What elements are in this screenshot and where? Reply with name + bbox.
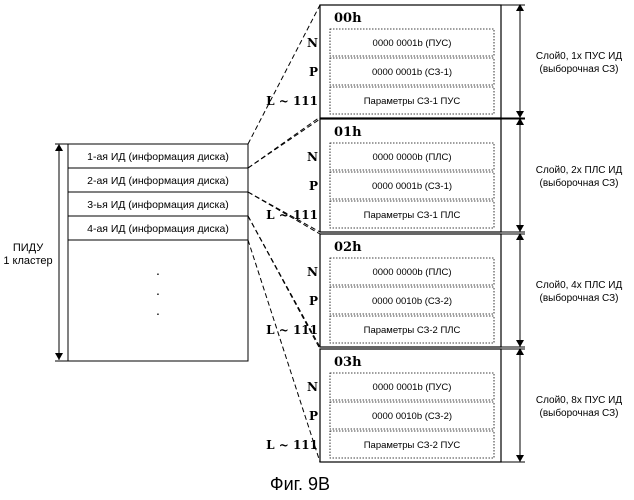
- field-value: Параметры СЗ-1 ПУС: [364, 96, 461, 107]
- field-label: L ~ 111: [266, 323, 318, 337]
- field-value: 0000 0001b (СЗ-1): [372, 181, 452, 192]
- ellipsis-dot-3: ·: [156, 305, 161, 321]
- right-block-03h: 03h 0000 0001b (ПУС) N 0000 0010b (СЗ-2) P Па…: [266, 349, 622, 462]
- field-value: 0000 0000b (ПЛС): [372, 267, 451, 278]
- field-value: Параметры СЗ-1 ПЛС: [364, 210, 461, 221]
- field-label: L ~ 111: [266, 438, 318, 452]
- side-label-line2: (выборочная СЗ): [540, 63, 619, 75]
- right-block-header: 02h: [334, 240, 362, 255]
- left-block-label-line1: ПИДУ: [13, 242, 44, 254]
- field-label: P: [309, 409, 318, 423]
- right-block-02h: 02h 0000 0000b (ПЛС) N 0000 0010b (СЗ-2) P Па…: [266, 234, 622, 347]
- field-value: 0000 0000b (ПЛС): [372, 152, 451, 163]
- field-value: 0000 0001b (ПУС): [373, 382, 452, 393]
- right-block-01h: 01h 0000 0000b (ПЛС) N 0000 0001b (СЗ-1) P Па…: [266, 119, 622, 232]
- left-block: ПИДУ 1 кластер 1-ая ИД (информация диска…: [3, 144, 248, 361]
- field-value: Параметры СЗ-2 ПЛС: [364, 325, 461, 336]
- right-block-header: 00h: [334, 11, 362, 26]
- right-blocks: 00h 0000 0001b (ПУС) N 0000 0001b (СЗ-1) P Па…: [266, 5, 622, 462]
- field-label: P: [309, 65, 318, 79]
- side-label-line1: Слой0, 8х ПУС ИД: [536, 395, 623, 406]
- field-label: P: [309, 179, 318, 193]
- left-row-1: 1-ая ИД (информация диска): [87, 151, 229, 163]
- field-label: N: [307, 380, 318, 394]
- left-row-3: 3-ья ИД (информация диска): [87, 199, 228, 211]
- right-block-00h: 00h 0000 0001b (ПУС) N 0000 0001b (СЗ-1) P Па…: [266, 5, 622, 118]
- left-row-4: 4-ая ИД (информация диска): [87, 223, 229, 235]
- side-label-line2: (выборочная СЗ): [540, 177, 619, 189]
- field-label: N: [307, 265, 318, 279]
- side-label-line1: Слой0, 2х ПЛС ИД: [536, 165, 623, 176]
- side-label-line2: (выборочная СЗ): [540, 407, 619, 419]
- side-label-line1: Слой0, 1х ПУС ИД: [536, 51, 623, 62]
- ellipsis-dot-1: ·: [156, 265, 161, 281]
- field-value: 0000 0001b (ПУС): [373, 38, 452, 49]
- ellipsis-dot-2: ·: [156, 285, 161, 301]
- field-value: 0000 0010b (СЗ-2): [372, 296, 452, 307]
- figure-caption: Фиг. 9B: [270, 474, 330, 494]
- field-label: N: [307, 36, 318, 50]
- field-value: Параметры СЗ-2 ПУС: [364, 440, 461, 451]
- side-label-line1: Слой0, 4х ПЛС ИД: [536, 280, 623, 291]
- left-block-label-line2: 1 кластер: [3, 255, 52, 267]
- field-value: 0000 0001b (СЗ-1): [372, 67, 452, 78]
- side-label-line2: (выборочная СЗ): [540, 292, 619, 304]
- field-label: L ~ 111: [266, 208, 318, 222]
- field-value: 0000 0010b (СЗ-2): [372, 411, 452, 422]
- left-row-2: 2-ая ИД (информация диска): [87, 175, 229, 187]
- field-label: P: [309, 294, 318, 308]
- field-label: L ~ 111: [266, 94, 318, 108]
- right-block-header: 01h: [334, 125, 362, 140]
- field-label: N: [307, 150, 318, 164]
- right-block-header: 03h: [334, 355, 362, 370]
